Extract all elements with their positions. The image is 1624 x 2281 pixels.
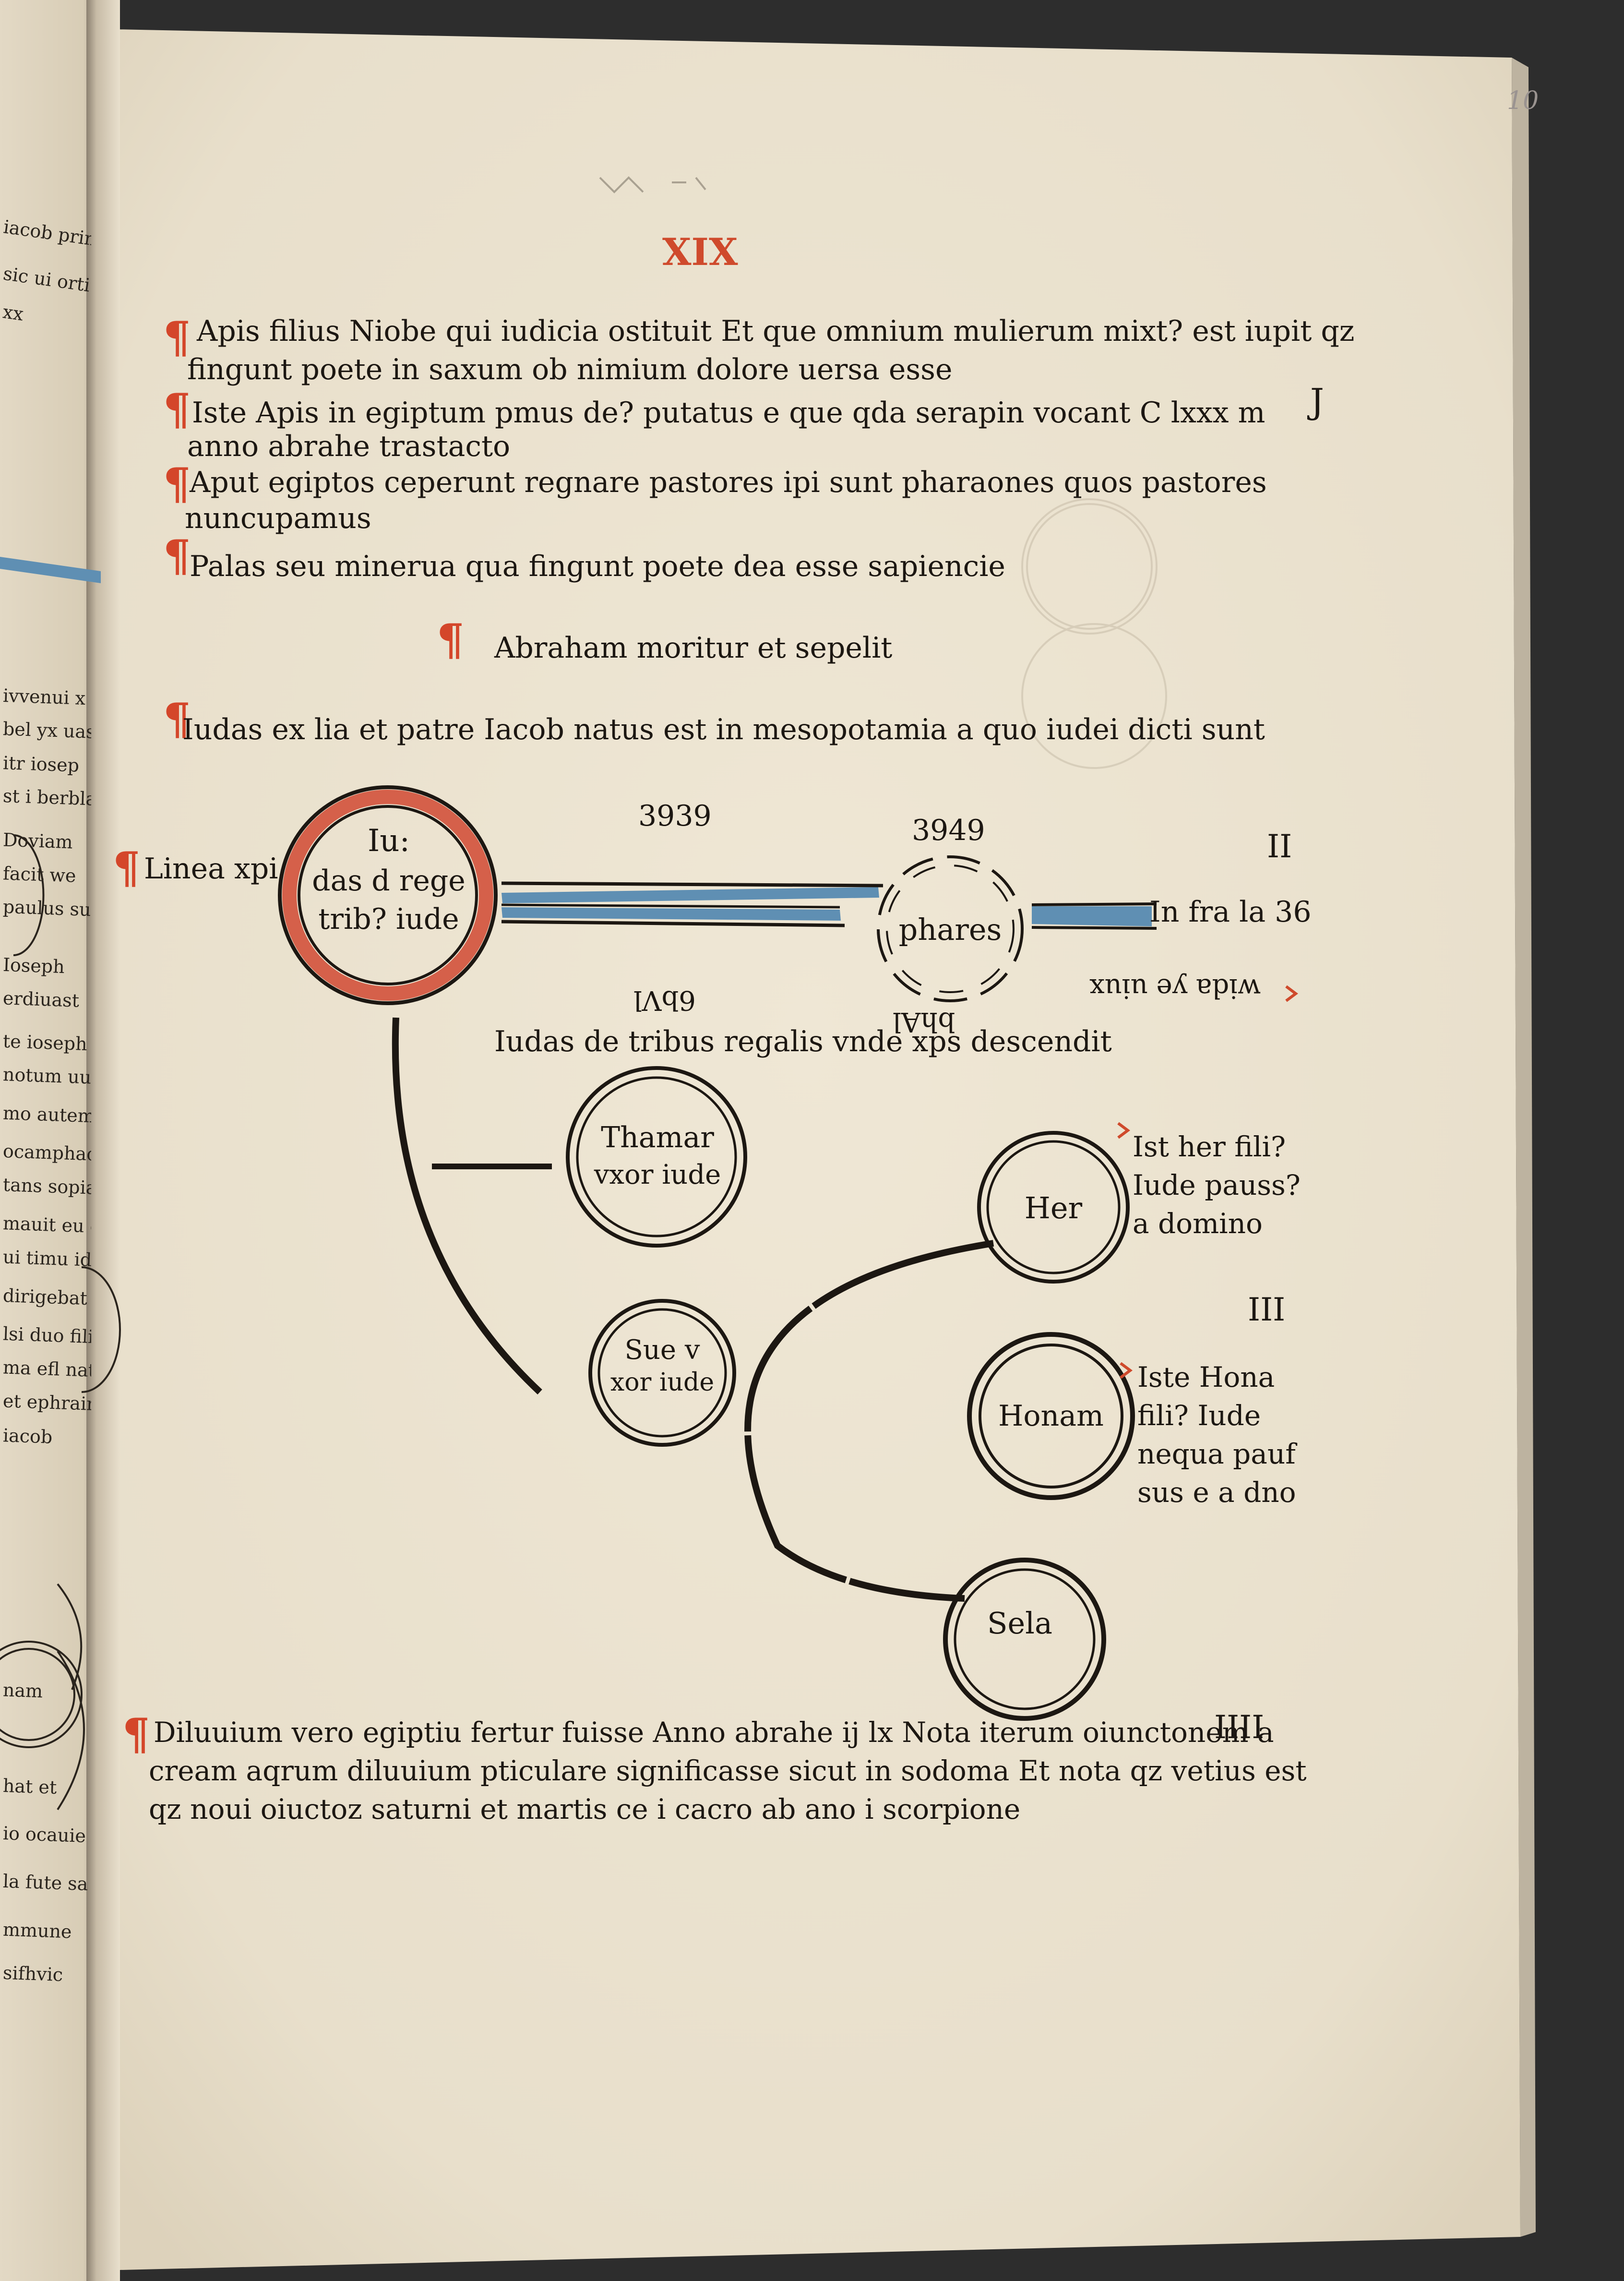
- thamar-line-2: vxor iude: [594, 1159, 721, 1190]
- entry-2-line-1: Iste Apis in egiptum pmus de? putatus e …: [192, 396, 1266, 430]
- gutter-line: Doviam: [2, 829, 73, 853]
- linea-xpi-label: Linea xpi: [144, 852, 278, 886]
- her-circle: [977, 1131, 1130, 1284]
- abraham-entry: Abraham moritur et sepelit: [494, 631, 893, 665]
- thamar-circle: [566, 1066, 747, 1248]
- pilcrow-icon: ¶: [163, 694, 191, 744]
- infra-reversed: wida ye uiux: [1089, 972, 1261, 1004]
- her-label: Her: [1024, 1190, 1083, 1225]
- honam-note-1: Iste Hona: [1137, 1361, 1275, 1393]
- phares-label: phares: [898, 912, 1002, 947]
- gutter-line: ivvenui x: [2, 685, 86, 709]
- footer-line-2: cream aqrum diluuium pticulare significa…: [149, 1754, 1307, 1787]
- gutter-line: notum uudi: [2, 1064, 91, 1089]
- pilcrow-icon: ¶: [113, 842, 141, 893]
- gutter-line: xx: [1, 301, 25, 325]
- iudas-circle: [278, 785, 498, 1005]
- gutter-line: dirigebat: [2, 1285, 88, 1309]
- gutter-line: paulus su: [2, 896, 91, 921]
- iudas-caption: Iudas de tribus regalis vnde xps descend…: [494, 1025, 1112, 1058]
- her-note-2: Iude pauss?: [1133, 1169, 1301, 1201]
- children-arc: [744, 1240, 994, 1602]
- gutter-line: nam: [2, 1679, 43, 1702]
- gutter-line: erdiuast: [2, 987, 80, 1011]
- left-page-gutter-text: iacob primo ge sic ui orti xx ivvenui x bel …: [0, 0, 91, 2281]
- gutter-line: ma efl nati: [2, 1357, 91, 1381]
- entry-4-line-1: Palas seu minerua qua fingunt poete dea …: [190, 550, 1005, 583]
- infra-label: In fra la 36: [1149, 895, 1312, 929]
- gutter-line: itr iosep: [2, 752, 80, 776]
- gutter-line: la fute sa: [2, 1870, 89, 1895]
- iudas-circle-line-3: trib? iude: [318, 902, 459, 936]
- iudas-entry: Iudas ex lia et patre Iacob natus est in…: [182, 713, 1265, 746]
- iudas-line: [392, 1017, 542, 1395]
- gutter-line: te ioseph: [2, 1030, 88, 1055]
- iudas-circle-line-2: das d rege: [312, 864, 466, 898]
- year-a: 3939: [638, 799, 712, 833]
- phares-circle: [877, 855, 1024, 1002]
- entry-2-line-2: anno abrahe trastacto: [187, 430, 511, 463]
- year-a-reversed: 6bVl: [633, 984, 696, 1016]
- pilcrow-icon: ¶: [163, 384, 191, 435]
- sue-line-1: Sue v: [624, 1334, 700, 1366]
- roman-numeral-3: III: [1248, 1291, 1286, 1328]
- pilcrow-icon: ¶: [163, 458, 191, 509]
- roman-numeral-2: II: [1267, 828, 1292, 865]
- gutter-line: hat et: [2, 1775, 57, 1798]
- footer-line-1: Diluuium vero egiptiu fertur fuisse Anno…: [154, 1716, 1274, 1749]
- pilcrow-icon: ¶: [437, 614, 465, 665]
- entry-1-line-2: fingunt poete in saxum ob nimium dolore …: [187, 353, 953, 386]
- pilcrow-icon: ¶: [122, 1709, 150, 1760]
- gutter-line: iacob primo ge: [2, 216, 91, 256]
- header-roman-mark: J: [1310, 381, 1324, 421]
- gutter-line: ui timu ide: [2, 1246, 91, 1271]
- honam-note-4: sus e a dno: [1137, 1476, 1296, 1509]
- gutter-line: mmune: [2, 1919, 72, 1943]
- her-note-1: Ist her fili?: [1133, 1130, 1286, 1163]
- right-page: [91, 29, 1520, 2270]
- linea-xpi-band: [501, 881, 1157, 930]
- roman-numeral-4: IIII: [1214, 1709, 1265, 1746]
- gutter-line: lsi duo filii: [2, 1323, 91, 1348]
- sela-circle: [943, 1558, 1106, 1721]
- gutter-line: ocamphaom: [2, 1140, 91, 1166]
- gutter-line: iacob: [2, 1425, 53, 1448]
- entry-3-line-1: Aput egiptos ceperunt regnare pastores i…: [190, 466, 1267, 499]
- sue-circle: [588, 1299, 736, 1447]
- gutter-line: tans sopia c: [2, 1174, 91, 1199]
- gutter-line: mo autem: [2, 1102, 91, 1127]
- gutter-line: sic ui orti: [1, 263, 91, 296]
- honam-circle: [967, 1332, 1135, 1500]
- gutter-line: Ioseph: [2, 954, 65, 978]
- year-b: 3949: [912, 814, 985, 847]
- pilcrow-icon: ¶: [163, 312, 191, 363]
- gutter-line: io ocauie: [2, 1822, 86, 1847]
- gutter-line: facit we: [2, 863, 77, 887]
- folio-number: 10: [1507, 86, 1539, 115]
- sela-label: Sela: [987, 1606, 1052, 1641]
- gutter-line: mauit eu et: [2, 1213, 91, 1237]
- gutter-line: sifhvic: [2, 1962, 63, 1986]
- iudas-circle-line-1: Iu:: [367, 823, 410, 859]
- entry-3-line-2: nuncupamus: [185, 502, 371, 535]
- thamar-line-1: Thamar: [601, 1121, 714, 1154]
- honam-note-2: fili? Iude: [1137, 1399, 1261, 1432]
- footer-line-3: qz noui oiuctoz saturni et martis ce i c…: [149, 1793, 1021, 1825]
- folio-heading: XIX: [662, 230, 738, 274]
- her-note-3: a domino: [1133, 1207, 1263, 1240]
- gutter-line: st i berblato: [2, 785, 91, 811]
- pilcrow-icon: ¶: [163, 530, 191, 581]
- honam-note-3: nequa pauf: [1137, 1438, 1296, 1470]
- honam-label: Honam: [998, 1399, 1104, 1433]
- entry-1-line-1: Apis filius Niobe qui iudicia ostituit E…: [197, 314, 1355, 348]
- gutter-line: et ephraim: [2, 1390, 91, 1415]
- gutter-line: bel yx uasb: [2, 718, 91, 743]
- sue-line-2: xor iude: [610, 1368, 715, 1397]
